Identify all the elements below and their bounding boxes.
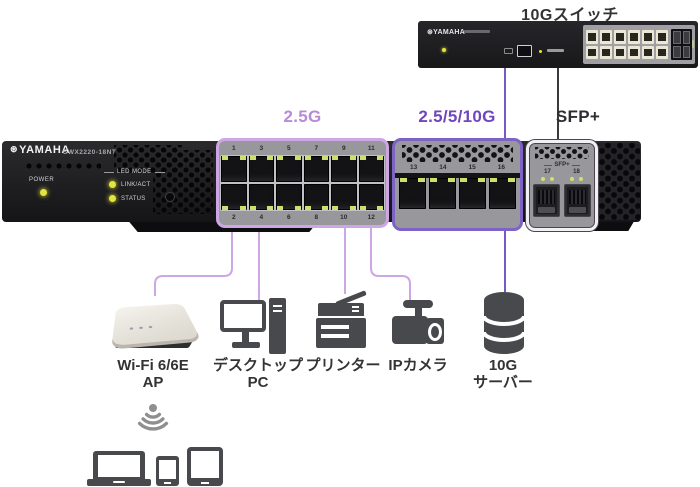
upstream-switch-title: 10Gスイッチ: [521, 7, 619, 24]
yamaha-mark-icon: ⊛: [427, 29, 434, 36]
rj45-port: [358, 156, 384, 182]
upstream-port-panel: [583, 25, 695, 64]
power-led: [40, 189, 47, 196]
rj45-port: [276, 156, 302, 182]
rj45-port-block: [220, 155, 385, 211]
sfp-cages: [529, 184, 595, 217]
desktop-pc-icon: [220, 298, 286, 356]
laptop-icon: [87, 451, 151, 486]
group-label-multi-gig: 2.5/5/10G: [418, 107, 496, 126]
status-led: [539, 50, 542, 53]
power-led: [442, 48, 446, 52]
console-port: [517, 45, 532, 57]
switch-endcap-vents: [596, 143, 640, 220]
label-printer: プリンター: [305, 357, 381, 374]
wifi-signal-icon: [137, 404, 169, 431]
upstream-10g-switch: ⊛YAMAHA: [418, 21, 698, 68]
vent-holes: [535, 147, 589, 159]
rj45-port: [331, 184, 357, 210]
yamaha-logo: ⊛YAMAHA: [427, 29, 466, 36]
rj45-port: [276, 184, 302, 210]
rj45-port: [429, 178, 456, 209]
panel-divider: [395, 173, 520, 178]
rj45-port: [331, 156, 357, 182]
model-label: SWX2220-18NT: [63, 149, 117, 156]
rj45-port: [248, 184, 274, 210]
sfp-leds: [570, 177, 583, 181]
pc-tower-icon: [269, 298, 286, 354]
sfp-slot-block: [671, 29, 692, 60]
sfp-port-numbers: 17 18: [529, 169, 595, 184]
vent-holes: [23, 161, 101, 169]
group-label-sfp: SFP+: [555, 107, 601, 126]
monitor-icon: [220, 300, 266, 332]
rj45-port-grid: [586, 30, 668, 59]
yamaha-logo: ⊛YAMAHA: [10, 144, 71, 156]
vent-holes: [402, 145, 513, 162]
led-mode-button: [165, 192, 175, 202]
rj45-port: [358, 184, 384, 210]
rj45-port: [303, 184, 329, 210]
line-to-ap: [154, 225, 233, 296]
link-act-led: [109, 181, 116, 188]
status-led: [109, 195, 116, 202]
rj45-port: [459, 178, 486, 209]
smartphone-icon: [156, 456, 179, 486]
tablet-icon: [187, 447, 223, 486]
ip-camera-icon: [390, 300, 448, 352]
mini-usb-port: [504, 48, 513, 54]
vent-holes: [153, 150, 213, 214]
group-label-2-5g: 2.5G: [283, 107, 322, 126]
sfp-leds: [541, 177, 554, 181]
rj45-port: [303, 156, 329, 182]
rj45-port: [399, 178, 426, 209]
rj45-port: [221, 184, 247, 210]
line-to-camera: [370, 225, 411, 302]
rj45-port-block: [395, 178, 520, 209]
led-mode-label: LED MODE: [104, 169, 165, 175]
printer-icon: [316, 290, 370, 356]
sfp-port: [564, 184, 591, 217]
rj45-port: [248, 156, 274, 182]
sfp-panel-label: SFP+: [529, 161, 595, 169]
sfp-port: [533, 184, 560, 217]
port-group-sfp: SFP+ 17 18: [526, 140, 598, 231]
rj45-port: [221, 156, 247, 182]
yamaha-mark-icon: ⊛: [10, 144, 19, 154]
sd-card-slot: [547, 49, 564, 52]
status-label: STATUS: [121, 196, 146, 202]
link-act-label: LINK/ACT: [121, 182, 151, 188]
wifi-ap-icon: [107, 290, 201, 354]
label-ip-camera: IPカメラ: [388, 357, 448, 374]
server-icon: [482, 292, 526, 354]
rj45-port: [489, 178, 516, 209]
power-label: POWER: [29, 177, 55, 183]
model-text-bar: [464, 30, 490, 33]
indicator-mark: [692, 40, 694, 48]
